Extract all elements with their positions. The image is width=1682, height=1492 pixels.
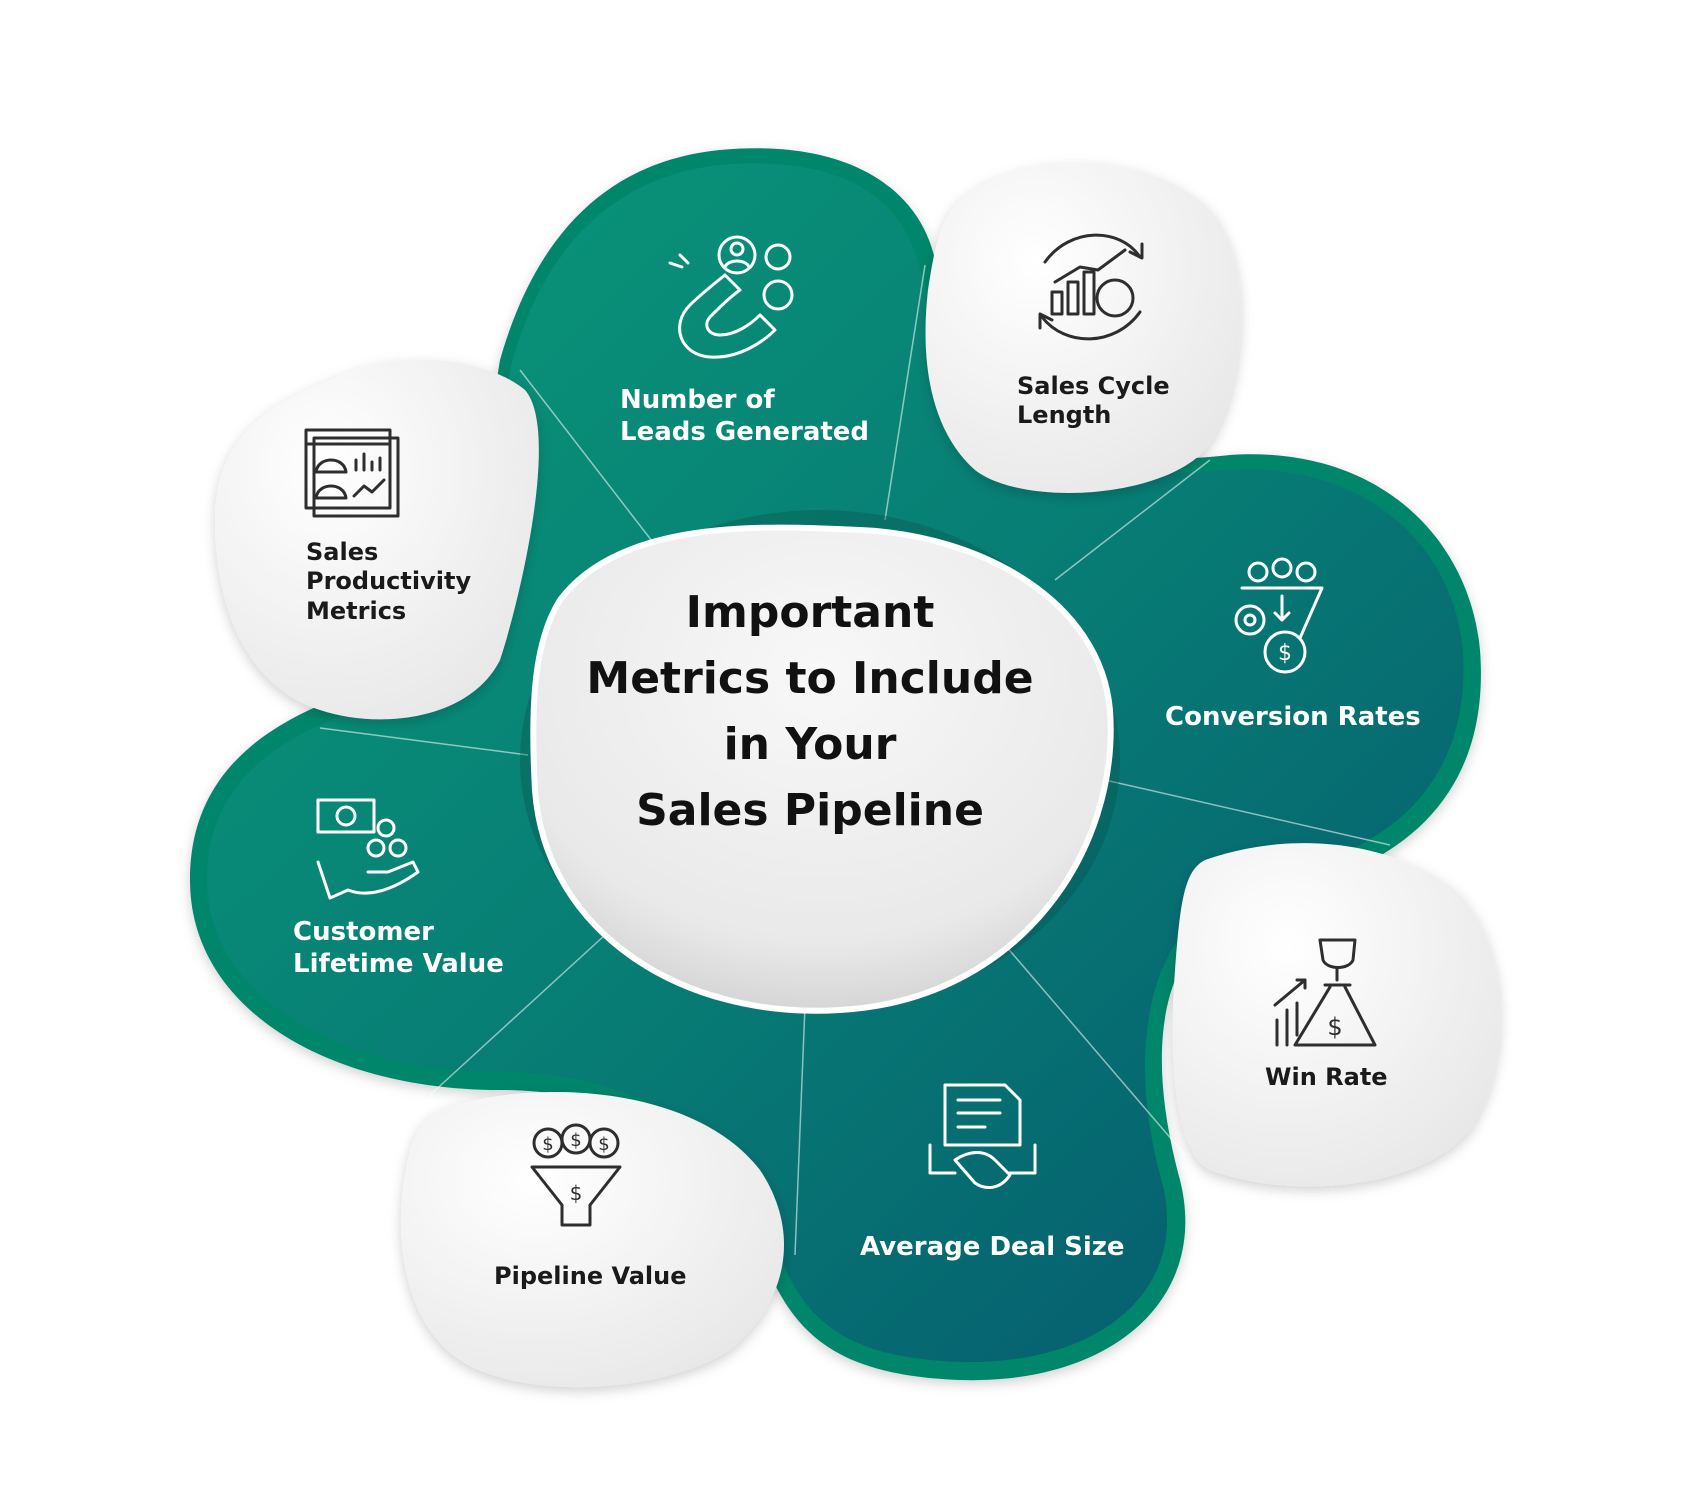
growth-chart-cycle-icon — [1038, 233, 1144, 341]
petal-productivity — [215, 359, 539, 720]
magnet-leads-icon — [668, 235, 794, 359]
label-line: Customer — [293, 917, 434, 947]
svg-text:$: $ — [1327, 1013, 1342, 1041]
petal-sales-cycle — [925, 163, 1241, 493]
funnel-conversion-icon: $ — [1234, 557, 1324, 674]
label-line: Sales — [306, 538, 379, 566]
coin-funnel-icon: $ $ $ $ — [530, 1123, 622, 1227]
label-line: Win Rate — [1265, 1063, 1388, 1091]
label-conversion-rates: Conversion Rates — [1165, 702, 1421, 734]
separator-lines — [319, 264, 1391, 1256]
label-win-rate: Win Rate — [1265, 1063, 1388, 1092]
label-line: Lifetime Value — [293, 948, 504, 979]
center-circle — [530, 524, 1114, 1014]
label-leads-generated: Number of Leads Generated — [620, 385, 869, 448]
hand-money-icon — [316, 798, 420, 900]
dashboard-icon — [304, 428, 400, 518]
label-line: Length — [1017, 401, 1112, 430]
label-customer-lifetime-value: Customer Lifetime Value — [293, 917, 504, 980]
label-line: Leads Generated — [620, 416, 870, 447]
label-average-deal-size: Average Deal Size — [860, 1232, 1125, 1264]
svg-text:$: $ — [542, 1134, 553, 1155]
label-pipeline-value: Pipeline Value — [494, 1262, 687, 1291]
label-line: Productivity — [306, 567, 472, 596]
label-line: Number of — [620, 385, 775, 415]
trophy-moneybag-icon: $ — [1273, 938, 1377, 1047]
diagram-title: Important Metrics to Include in Your Sal… — [530, 580, 1090, 844]
label-line: Average Deal Size — [860, 1232, 1125, 1262]
contract-handshake-icon — [928, 1083, 1037, 1189]
svg-text:$: $ — [598, 1134, 609, 1155]
label-line: Conversion Rates — [1165, 702, 1421, 732]
label-line: Sales Cycle — [1017, 372, 1170, 400]
label-line: Pipeline Value — [494, 1262, 687, 1290]
label-sales-cycle-length: Sales Cycle Length — [1017, 372, 1170, 431]
title-line: Sales Pipeline — [636, 785, 984, 836]
title-line: in Your — [723, 719, 897, 770]
svg-text:$: $ — [1278, 641, 1292, 666]
svg-text:$: $ — [570, 1181, 583, 1205]
title-line: Metrics to Include — [586, 653, 1034, 704]
petal-win-rate — [1172, 843, 1501, 1187]
title-line: Important — [685, 587, 935, 638]
petal-pipeline — [400, 1092, 784, 1388]
label-sales-productivity-metrics: Sales Productivity Metrics — [306, 538, 471, 626]
svg-text:$: $ — [570, 1130, 581, 1151]
label-line: Metrics — [306, 596, 407, 625]
